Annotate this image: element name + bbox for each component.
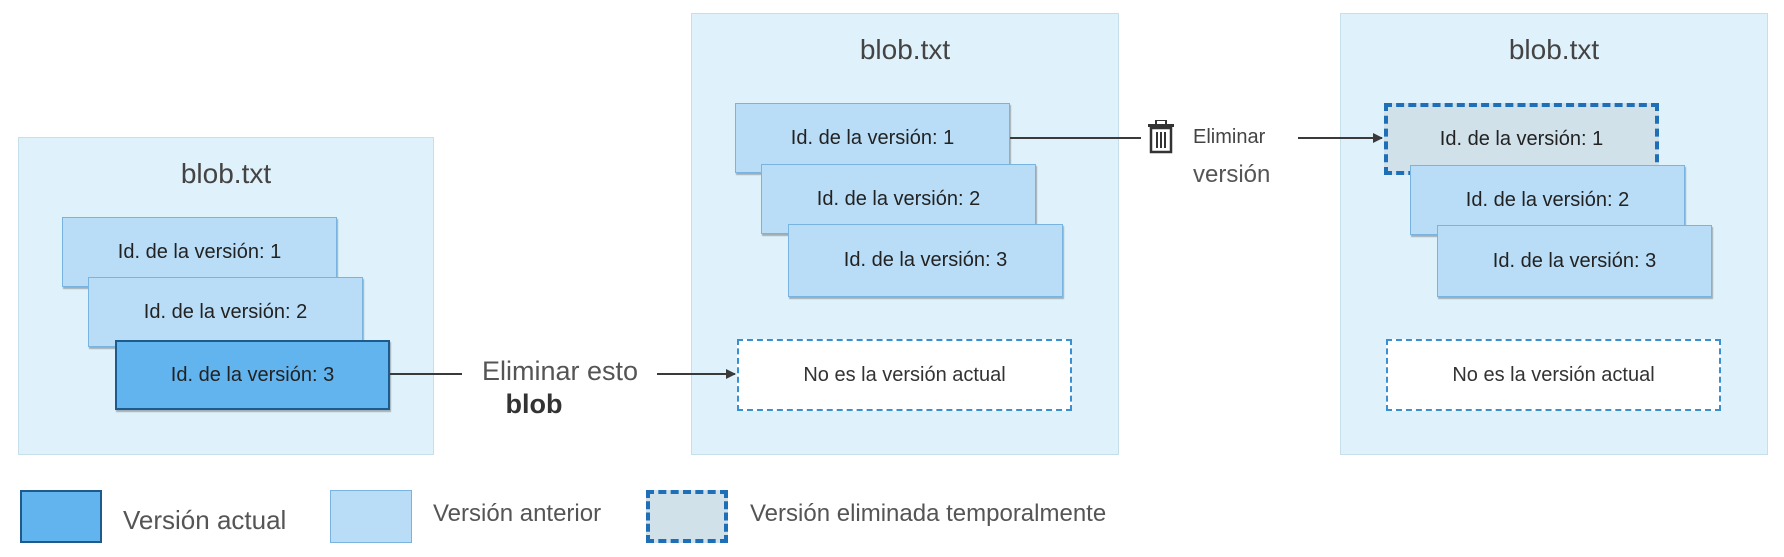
delete-version-label-line2: versión [1193,161,1271,188]
legend-label-soft-deleted: Versión eliminada temporalmente [750,500,1107,527]
delete-version-label: Eliminar versión [1193,126,1270,189]
version-card-3: Id. de la versión: 3 [788,224,1063,297]
blob-panel-original: blob.txt Id. de la versión: 1 Id. de la … [18,137,434,455]
version-card-1: Id. de la versión: 1 [735,103,1010,173]
legend-swatch-current [20,490,102,543]
delete-blob-label: Eliminar esto blob [470,356,650,420]
version-card-2: Id. de la versión: 2 [88,277,363,347]
legend-label-current: Versión actual [123,505,287,535]
delete-version-label-line1: Eliminar [1193,126,1266,148]
panel-title: blob.txt [1508,34,1600,65]
version-card-1-soft-deleted: Id. de la versión: 1 [1384,103,1659,175]
blob-panel-after-version-delete: blob.txt Id. de la versión: 1 Id. de la … [1340,13,1768,455]
legend-label-previous: Versión anterior [433,500,602,527]
not-current-version-box: No es la versión actual [737,339,1072,411]
legend-swatch-soft-deleted [646,490,728,543]
version-card-3: Id. de la versión: 3 [1437,225,1712,297]
blob-panel-after-delete: blob.txt Id. de la versión: 1 Id. de la … [691,13,1119,455]
version-card-3-current: Id. de la versión: 3 [115,340,390,410]
delete-blob-label-line2: blob [505,389,563,419]
panel-title: blob.txt [180,158,272,189]
legend-swatch-previous [330,490,412,543]
trash-icon [1148,120,1174,154]
panel-title: blob.txt [859,34,951,65]
not-current-version-box: No es la versión actual [1386,339,1721,411]
version-card-2: Id. de la versión: 2 [1410,165,1685,235]
version-card-2: Id. de la versión: 2 [761,164,1036,234]
delete-blob-label-line1: Eliminar esto [481,356,639,386]
